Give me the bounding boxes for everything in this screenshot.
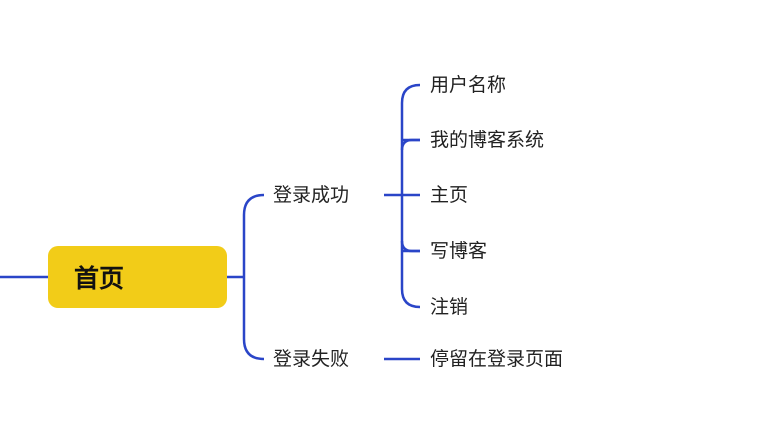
leaf-username[interactable]: 用户名称 <box>430 74 507 96</box>
leaf-logout[interactable]: 注销 <box>430 296 469 318</box>
branch-success-corner-top <box>400 138 420 151</box>
leaf-my-blog-system[interactable]: 我的博客系统 <box>430 129 545 151</box>
leaf-homepage[interactable]: 主页 <box>430 184 469 206</box>
leaf-stay-on-login-page[interactable]: 停留在登录页面 <box>430 348 564 370</box>
root-node[interactable]: 首页 <box>48 246 227 308</box>
root-branch-connector <box>227 193 265 361</box>
leaf-write-blog[interactable]: 写博客 <box>430 240 488 262</box>
root-label: 首页 <box>74 264 125 293</box>
branch-success-corner-bottom <box>400 240 420 253</box>
branch-login-success[interactable]: 登录成功 <box>273 184 350 206</box>
branch-success-connector <box>384 83 421 309</box>
branch-login-failure[interactable]: 登录失败 <box>273 348 350 370</box>
